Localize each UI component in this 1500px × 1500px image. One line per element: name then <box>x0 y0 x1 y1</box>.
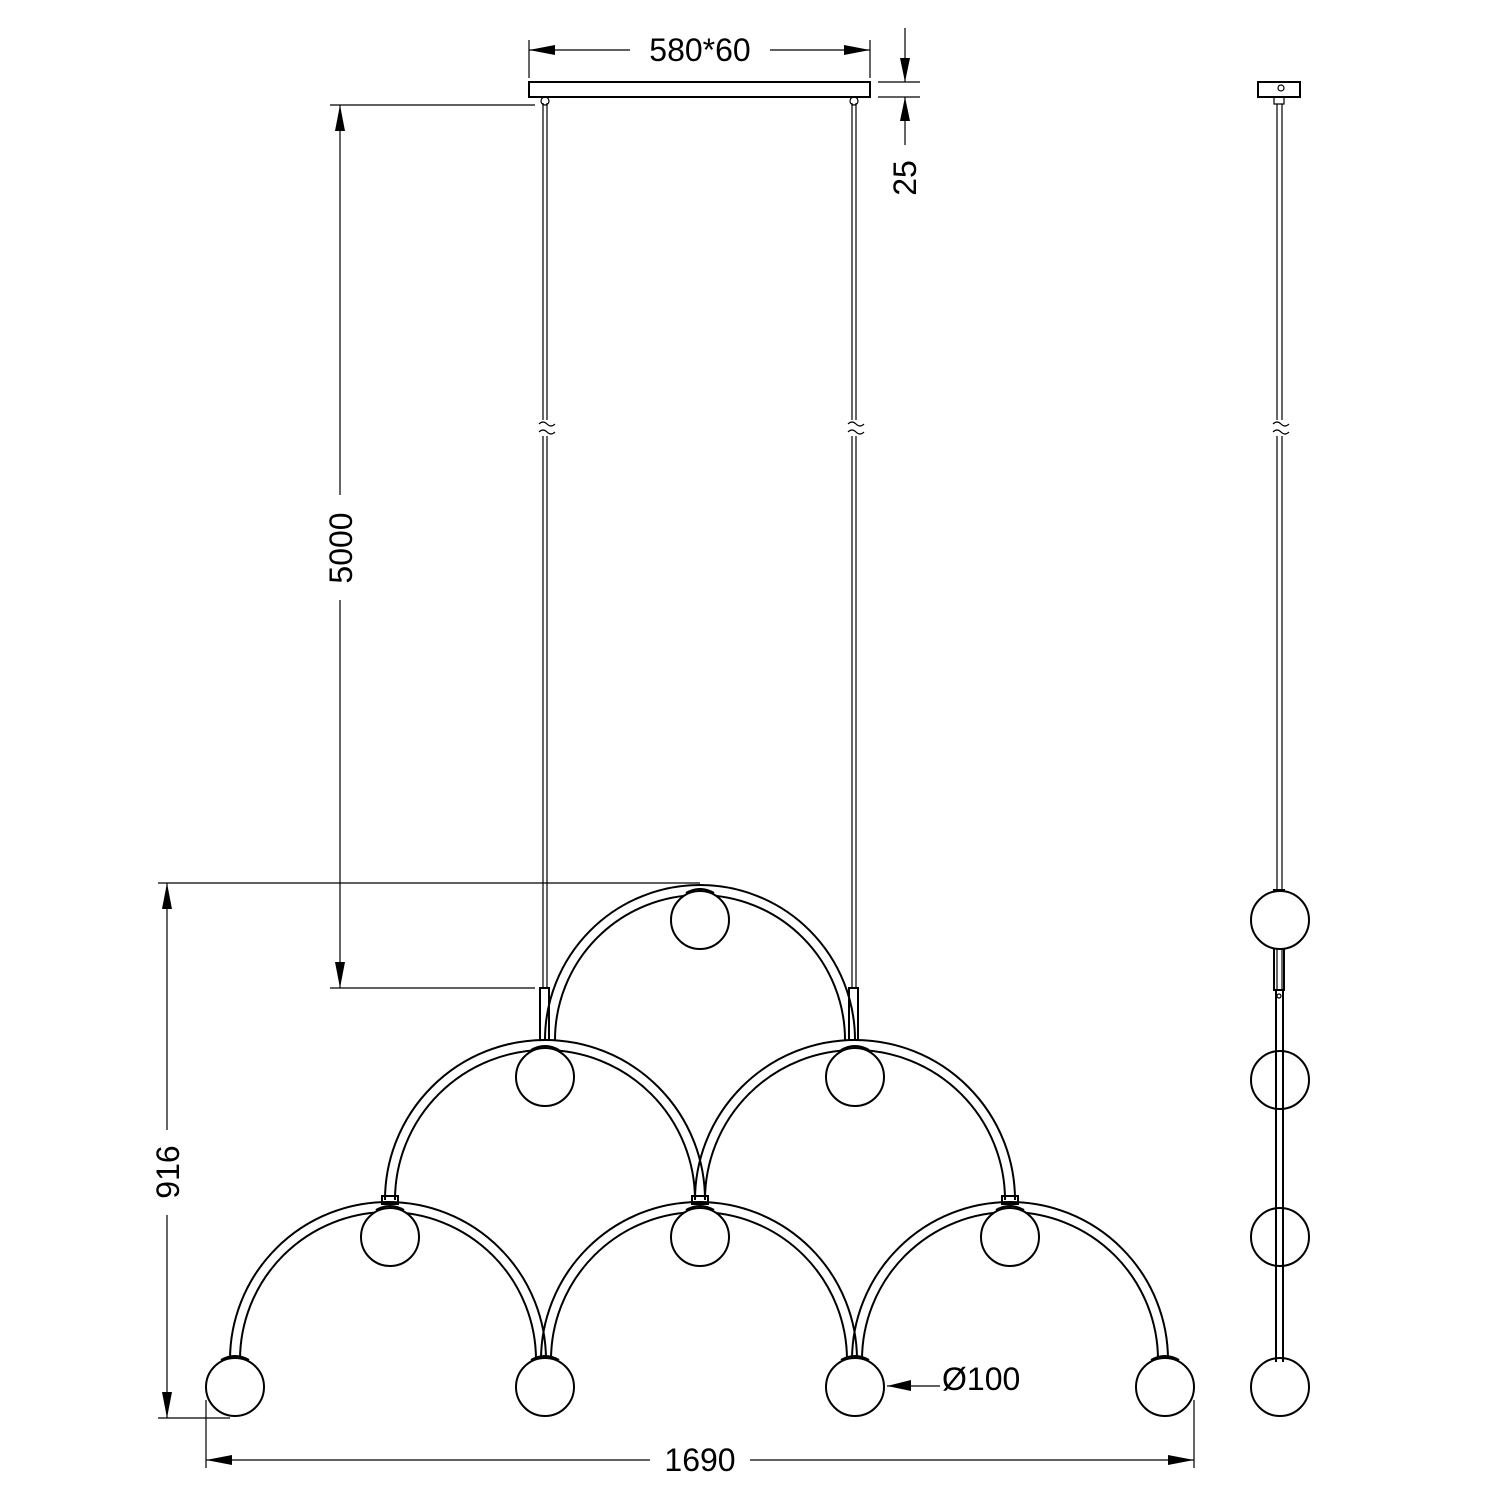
fixture-width-label: 1690 <box>664 1442 735 1478</box>
globe-bulb <box>516 1358 574 1416</box>
canopy-plate <box>529 82 870 97</box>
canopy-screw-right <box>850 97 858 105</box>
side-bulb <box>1251 1051 1309 1109</box>
globe-bulb <box>206 1358 264 1416</box>
globe-bulb <box>826 1358 884 1416</box>
side-canopy <box>1258 82 1300 97</box>
canopy-screw-left <box>541 97 549 105</box>
dimension-canopy-thickness: 25 <box>878 28 923 196</box>
side-bulb <box>1251 1358 1309 1416</box>
suspension-cables <box>539 103 864 1040</box>
side-bulb <box>1251 1208 1309 1266</box>
fixture-height-label: 916 <box>150 1145 186 1198</box>
globe-bulb <box>671 891 729 949</box>
dimension-canopy: 580*60 <box>529 32 870 78</box>
globe-bulb <box>981 1208 1039 1266</box>
globe-bulb <box>671 1208 729 1266</box>
side-bulb <box>1251 891 1309 949</box>
dimension-bulb-diameter: Ø100 <box>887 1361 1020 1397</box>
dimension-fixture-height: 916 <box>150 883 700 1418</box>
bulbs-front <box>206 889 1194 1416</box>
bulb-diameter-label: Ø100 <box>942 1361 1020 1397</box>
canopy-dimension-label: 580*60 <box>649 32 750 68</box>
dimension-cable-length: 5000 <box>323 105 535 988</box>
thickness-dimension-label: 25 <box>887 160 923 196</box>
front-view <box>206 82 1194 1416</box>
globe-bulb <box>361 1208 419 1266</box>
globe-bulb <box>516 1048 574 1106</box>
side-view <box>1251 82 1309 1416</box>
dimension-fixture-width: 1690 <box>206 1400 1194 1478</box>
cable-length-label: 5000 <box>323 512 359 583</box>
globe-bulb <box>1136 1358 1194 1416</box>
arc-frame <box>230 885 1168 1380</box>
globe-bulb <box>826 1048 884 1106</box>
